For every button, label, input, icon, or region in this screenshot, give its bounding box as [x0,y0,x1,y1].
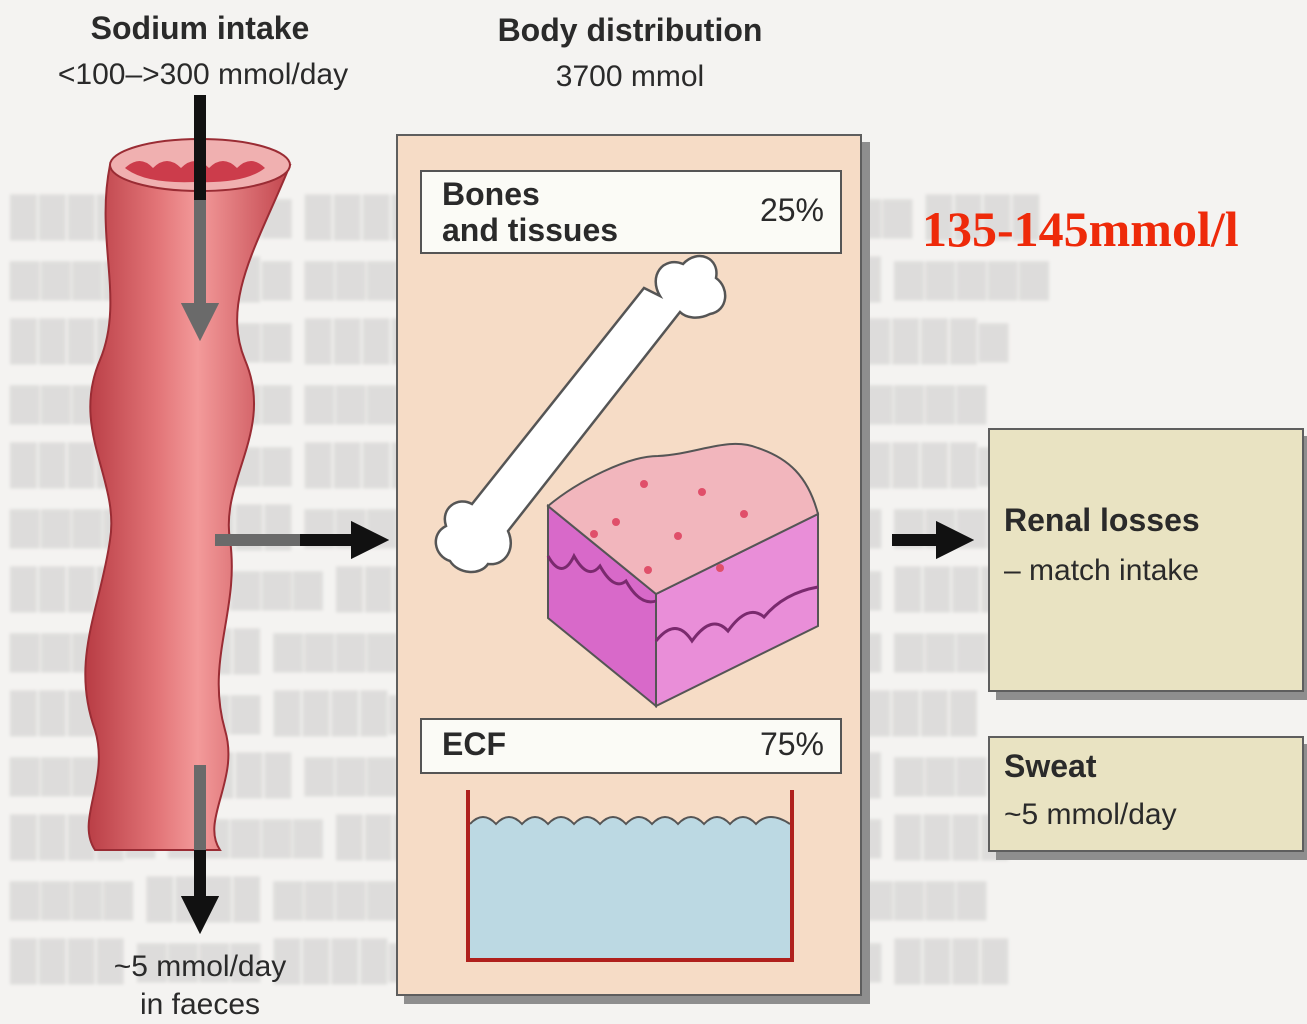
faeces-loss-line2: in faeces [80,986,320,1024]
ecf-percent: 75% [760,726,824,763]
sodium-intake-range: <100–>300 mmol/day [8,58,398,92]
sweat-subtitle: ~5 mmol/day [1004,798,1177,832]
panel-illustrations [398,136,860,994]
sodium-intake-title: Sodium intake [60,10,340,47]
plasma-sodium-concentration: 135-145mmol/l [922,200,1239,258]
renal-losses-subtitle: – match intake [1004,554,1199,588]
renal-losses-title: Renal losses [1004,502,1200,539]
ecf-label: ECF [442,726,506,762]
body-distribution-title: Body distribution [460,12,800,49]
body-distribution-total: 3700 mmol [480,60,780,94]
faeces-loss-line1: ~5 mmol/day [80,948,320,986]
renal-losses-box: Renal losses – match intake [988,428,1304,692]
tissue-block-illustration [548,444,818,706]
sweat-title: Sweat [1004,748,1096,785]
sweat-losses-box: Sweat ~5 mmol/day [988,736,1304,852]
ecf-box: ECF 75% [420,718,842,774]
body-distribution-panel: Bones and tissues 25% [396,134,862,996]
gut-tube-illustration [85,139,290,850]
water-container-illustration [468,790,792,960]
faeces-loss-label: ~5 mmol/day in faeces [80,948,320,1024]
